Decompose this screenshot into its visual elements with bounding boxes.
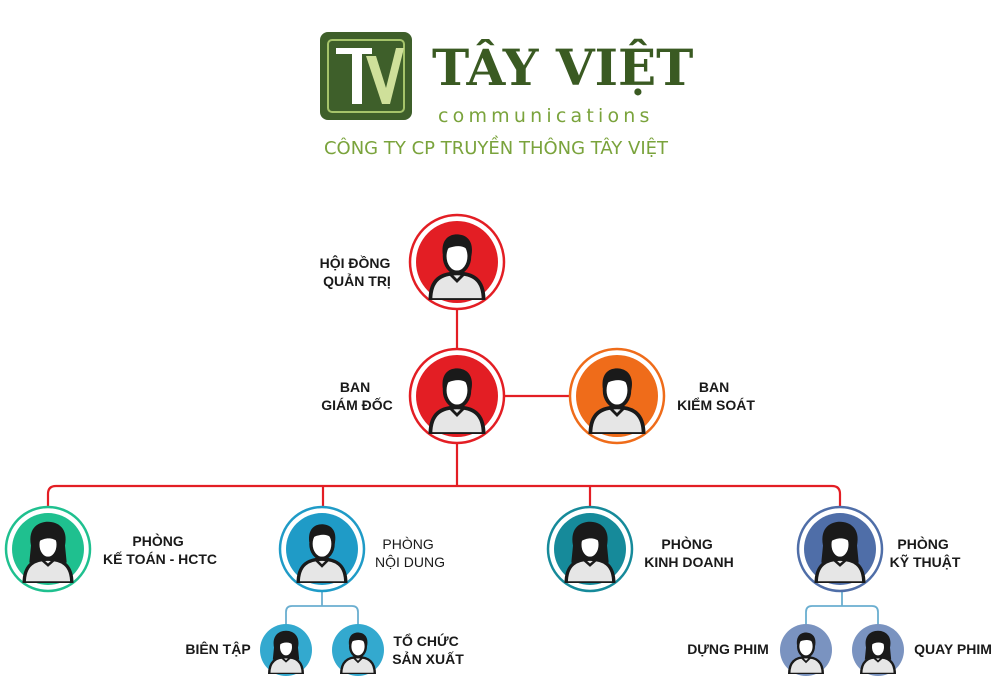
svg-text:PHÒNG KẾ TOÁN - HCTC: PHÒNG KẾ TOÁN - HCTC <box>103 532 217 567</box>
brand-subtitle: communications <box>438 105 654 127</box>
node-label-line1: BAN <box>699 379 729 395</box>
node-label-line2: KỸ THUẬT <box>890 553 961 570</box>
node-technical: PHÒNG KỸ THUẬT <box>796 505 961 593</box>
logo-t-glyph <box>336 48 372 104</box>
node-label-line1: DỰNG PHIM <box>687 641 769 657</box>
node-editing: BIÊN TẬP <box>185 624 312 676</box>
node-label-line1: PHÒNG <box>661 535 712 552</box>
node-label-line2: NỘI DUNG <box>375 554 445 570</box>
node-label-line2: QUẢN TRỊ <box>323 273 391 289</box>
logo-letter: V <box>366 117 367 119</box>
svg-text:PHÒNG KỸ THUẬT: PHÒNG KỸ THUẬT <box>890 535 961 570</box>
svg-text:PHÒNG KINH DOANH: PHÒNG KINH DOANH <box>644 535 733 570</box>
connector-lines <box>46 307 879 626</box>
node-label-line1: HỘI ĐỒNG <box>320 254 391 271</box>
node-video-editing: DỰNG PHIM <box>687 624 832 676</box>
node-production: TỔ CHỨC SẢN XUẤT <box>332 624 464 676</box>
node-sales: PHÒNG KINH DOANH <box>546 505 734 593</box>
logo-badge <box>320 32 412 120</box>
node-label-line1: PHÒNG <box>897 535 948 552</box>
svg-text:HỘI ĐỒNG QUẢN TRỊ: HỘI ĐỒNG QUẢN TRỊ <box>320 254 395 289</box>
logo-v-glyph <box>366 48 404 104</box>
node-directors: BAN GIÁM ĐỐC <box>321 347 506 445</box>
node-label-line1: TỔ CHỨC <box>393 632 458 649</box>
node-filming: QUAY PHIM <box>852 624 992 676</box>
node-label-line1: QUAY PHIM <box>914 641 992 657</box>
connector-technical-children <box>805 605 879 626</box>
company-full-name: CÔNG TY CP TRUYỀN THÔNG TÂY VIỆT <box>324 135 669 159</box>
node-label-line1: BAN <box>340 379 370 395</box>
node-label-line2: KẾ TOÁN - HCTC <box>103 551 217 567</box>
node-board: HỘI ĐỒNG QUẢN TRỊ <box>320 213 506 311</box>
connector-department-bus <box>46 484 842 508</box>
company-logo <box>320 32 412 120</box>
svg-text:TỔ CHỨC SẢN XUẤT: TỔ CHỨC SẢN XUẤT <box>392 632 464 667</box>
svg-text:PHÒNG NỘI DUNG: PHÒNG NỘI DUNG <box>375 536 445 570</box>
node-label-line2: GIÁM ĐỐC <box>321 396 393 413</box>
connector-content-children <box>285 605 359 626</box>
node-accounting: PHÒNG KẾ TOÁN - HCTC <box>4 505 217 593</box>
node-label-line2: SẢN XUẤT <box>392 651 464 667</box>
svg-text:BAN GIÁM ĐỐC: BAN GIÁM ĐỐC <box>321 379 393 413</box>
node-label-line2: KIỂM SOÁT <box>677 396 755 413</box>
node-label-line1: BIÊN TẬP <box>185 640 250 657</box>
node-content: PHÒNG NỘI DUNG <box>278 505 445 593</box>
brand-name: TÂY VIỆT <box>432 38 693 97</box>
node-supervisory: BAN KIỂM SOÁT <box>568 347 755 445</box>
svg-text:BAN KIỂM SOÁT: BAN KIỂM SOÁT <box>677 379 755 413</box>
logo-badge-inner-frame <box>327 39 405 113</box>
node-label-line1: PHÒNG <box>132 532 183 549</box>
node-label-line2: KINH DOANH <box>644 554 733 570</box>
node-label-line1: PHÒNG <box>382 536 433 552</box>
